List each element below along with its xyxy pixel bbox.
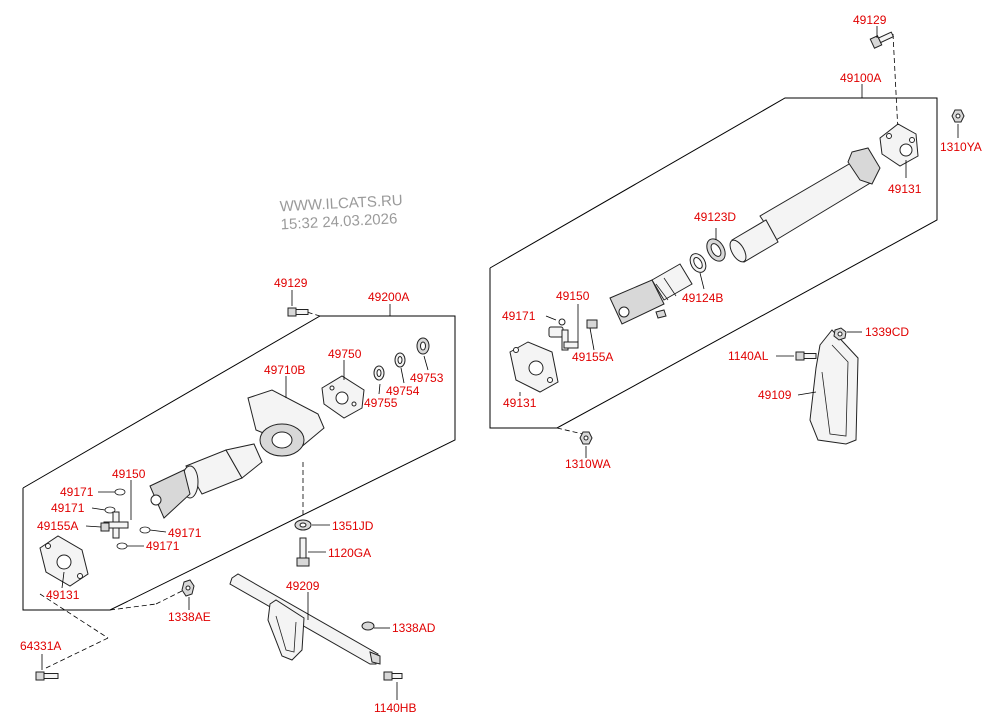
label-bracket-bolt[interactable]: 1140HB — [374, 701, 416, 715]
dash-front-rear-bolt-2 — [45, 637, 109, 669]
label-loop-nut[interactable]: 1339CD — [865, 325, 909, 339]
nut-icon[interactable] — [181, 579, 195, 597]
dash-front-lower-2 — [155, 589, 185, 605]
watermark-site: WWW.ILCATS.RU — [279, 192, 403, 215]
washer-icon[interactable] — [361, 621, 375, 631]
label-center-bearing[interactable]: 49710B — [264, 363, 305, 377]
washer-icon — [139, 526, 151, 534]
dash-front-rear-bolt-1 — [39, 593, 109, 639]
shaft-icon — [149, 443, 263, 519]
label-snap-ring-3[interactable]: 49171 — [168, 526, 202, 540]
yoke-icon — [609, 263, 693, 325]
label-flange-washer[interactable]: 49755 — [364, 396, 398, 410]
washer-icon — [373, 365, 385, 381]
cross-icon — [103, 511, 129, 539]
rear-propeller-shaft-group: 49129 49100A 1310YA 49131 49123D 49124B … — [489, 13, 982, 471]
nut-icon — [586, 319, 598, 329]
label-snap-ring-4[interactable]: 49171 — [146, 539, 180, 553]
washer-icon — [689, 253, 707, 273]
nut-icon — [655, 309, 667, 319]
label-washer-jd[interactable]: 1351JD — [332, 519, 374, 533]
bracket-icon — [229, 573, 381, 665]
leader — [400, 367, 405, 384]
label-safety-loop[interactable]: 49109 — [758, 388, 792, 402]
watermark: WWW.ILCATS.RU 15:32 24.03.2026 — [279, 192, 403, 233]
label-loop-bolt[interactable]: 1140AL — [728, 349, 769, 363]
leader — [91, 507, 106, 511]
label-rear-flange-bolt[interactable]: 49129 — [853, 13, 887, 27]
bolt-icon[interactable] — [296, 537, 310, 567]
label-rear-seal[interactable]: 49124B — [682, 291, 723, 305]
nut-icon — [416, 337, 430, 355]
leader — [699, 272, 705, 290]
yoke-icon — [321, 375, 365, 419]
label-rear-cross-kit[interactable]: 49150 — [556, 289, 590, 303]
leader — [61, 571, 65, 589]
label-front-flange-yoke[interactable]: 49131 — [503, 396, 537, 410]
label-rear-bolt[interactable]: 64331A — [20, 639, 61, 653]
yoke-icon — [39, 535, 89, 587]
label-snap-ring-2[interactable]: 49171 — [51, 501, 85, 515]
leader — [589, 327, 595, 351]
nut-icon[interactable] — [951, 109, 965, 123]
bolt-icon[interactable] — [383, 671, 403, 681]
label-rear-grease-nipple[interactable]: 49155A — [572, 350, 613, 364]
label-front-flange[interactable]: 49131 — [46, 588, 80, 602]
label-front-shaft-assy[interactable]: 49200A — [368, 290, 409, 304]
leader — [378, 383, 381, 395]
label-front-flange-bolt[interactable]: 49129 — [274, 276, 308, 290]
washer-icon — [114, 488, 126, 496]
bolt-icon[interactable] — [287, 307, 309, 317]
dash-rear-lower — [556, 427, 584, 435]
label-cross-kit[interactable]: 49150 — [112, 467, 146, 481]
watermark-datetime: 15:32 24.03.2026 — [280, 210, 398, 233]
bolt-icon[interactable] — [869, 30, 895, 49]
label-flange-seal[interactable]: 49754 — [386, 384, 420, 398]
label-rear-shaft-assy[interactable]: 49100A — [840, 71, 881, 85]
leader — [149, 529, 167, 533]
washer-icon — [104, 506, 116, 514]
label-grease-nipple[interactable]: 49155A — [37, 519, 78, 533]
washer-icon[interactable] — [294, 519, 312, 531]
leader — [545, 315, 557, 321]
leader — [797, 391, 817, 396]
loop-icon — [809, 329, 859, 445]
cross-icon — [548, 318, 579, 351]
bolt-icon[interactable] — [795, 351, 817, 361]
label-rear-nut[interactable]: 1310YA — [940, 140, 982, 154]
safety-loop-group: 1140AL 1339CD 49109 — [728, 325, 909, 445]
label-rear-flange-yoke[interactable]: 49131 — [888, 182, 922, 196]
label-flange-nut[interactable]: 49753 — [410, 371, 444, 385]
label-bolt-ga[interactable]: 1120GA — [328, 546, 371, 560]
label-companion-flange[interactable]: 49750 — [328, 347, 362, 361]
label-mount-nut[interactable]: 1338AE — [168, 610, 211, 624]
nut-icon[interactable] — [579, 431, 593, 445]
label-bracket[interactable]: 49209 — [286, 579, 320, 593]
rear-assembly-frame — [489, 97, 938, 429]
nut-icon[interactable] — [833, 327, 847, 341]
washer-icon — [394, 352, 406, 368]
dash-rear-bolt — [892, 33, 899, 133]
label-bracket-nut[interactable]: 1338AD — [392, 621, 436, 635]
shaft-icon — [729, 147, 881, 263]
yoke-icon — [509, 341, 559, 393]
yoke-icon — [879, 123, 919, 167]
leader — [85, 525, 102, 528]
front-propeller-shaft-group: 49129 49200A 49750 49755 49754 49753 497… — [20, 276, 456, 681]
bracket-group: 49209 1338AD 1140HB — [229, 573, 436, 715]
label-rear-bearing-cup[interactable]: 49123D — [694, 210, 736, 224]
bearing-icon — [247, 389, 325, 457]
bolt-icon[interactable] — [35, 671, 59, 681]
label-lower-nut[interactable]: 1310WA — [565, 457, 611, 471]
nut-icon — [100, 522, 110, 532]
label-snap-ring-1[interactable]: 49171 — [60, 485, 94, 499]
washer-icon — [116, 542, 128, 550]
label-rear-snap-ring[interactable]: 49171 — [502, 309, 536, 323]
bearing-icon — [706, 238, 726, 262]
leader — [423, 355, 429, 371]
